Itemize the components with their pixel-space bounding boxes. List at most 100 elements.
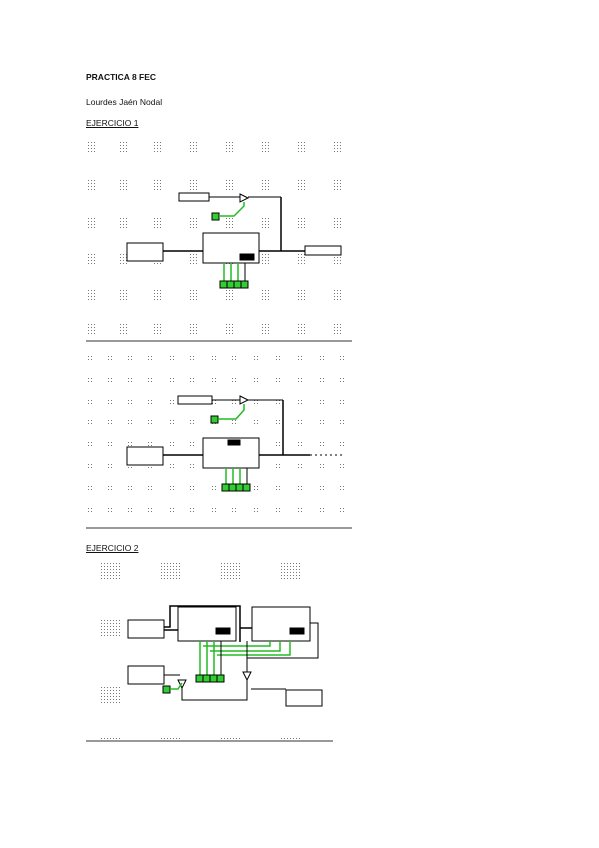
grid-dot: [151, 508, 152, 509]
grid-dot: [151, 489, 152, 490]
grid-dot: [265, 142, 266, 143]
grid-dot: [212, 489, 213, 490]
grid-dot: [161, 575, 162, 576]
grid-dot: [230, 563, 231, 564]
grid-dot: [279, 423, 280, 424]
grid-dot: [276, 356, 277, 357]
grid-dot: [107, 575, 108, 576]
grid-dot: [190, 330, 191, 331]
grid-dot: [193, 378, 194, 379]
grid-dot: [88, 227, 89, 228]
grid-dot: [334, 151, 335, 152]
grid-dot: [257, 423, 258, 424]
grid-dot: [298, 151, 299, 152]
grid-dot: [154, 186, 155, 187]
grid-dot: [119, 620, 120, 621]
grid-dot: [116, 575, 117, 576]
grid-dot: [340, 183, 341, 184]
grid-dot: [120, 324, 121, 325]
grid-dot: [119, 563, 120, 564]
grid-dot: [157, 327, 158, 328]
input-pin-left: [126, 446, 164, 466]
grid-dot: [298, 467, 299, 468]
grid-dot: [334, 183, 335, 184]
grid-dot: [94, 227, 95, 228]
grid-dot: [193, 186, 194, 187]
grid-dot: [108, 445, 109, 446]
grid-dot: [226, 221, 227, 222]
grid-dot: [229, 218, 230, 219]
grid-dot: [91, 145, 92, 146]
grid-dot: [226, 145, 227, 146]
grid-dot: [298, 445, 299, 446]
grid-dot: [304, 227, 305, 228]
grid-dot: [334, 221, 335, 222]
grid-dot: [173, 467, 174, 468]
grid-dot: [257, 489, 258, 490]
grid-dot: [120, 299, 121, 300]
grid-dot: [154, 151, 155, 152]
grid-dot: [108, 359, 109, 360]
grid-dot: [94, 224, 95, 225]
grid-dot: [101, 626, 102, 627]
grid-dot: [91, 142, 92, 143]
grid-dot: [233, 575, 234, 576]
grid-dot: [119, 629, 120, 630]
grid-dot: [301, 296, 302, 297]
grid-dot: [126, 224, 127, 225]
grid-dot: [193, 330, 194, 331]
grid-dot: [107, 690, 108, 691]
grid-dot: [212, 378, 213, 379]
grid-dot: [268, 327, 269, 328]
grid-dot: [304, 148, 305, 149]
grid-dot: [343, 403, 344, 404]
grid-dot: [151, 445, 152, 446]
grid-dot: [101, 699, 102, 700]
grid-dot: [170, 378, 171, 379]
grid-dot: [88, 423, 89, 424]
grid-dot: [293, 572, 294, 573]
grid-dot: [284, 575, 285, 576]
grid-dot: [279, 359, 280, 360]
grid-dot: [265, 327, 266, 328]
grid-dot: [154, 263, 155, 264]
grid-dot: [120, 227, 121, 228]
grid-dot: [131, 403, 132, 404]
grid-dot: [116, 696, 117, 697]
grid-dot: [113, 635, 114, 636]
grid-dot: [301, 324, 302, 325]
grid-dot: [193, 511, 194, 512]
grid-dot: [298, 260, 299, 261]
grid-dot: [301, 224, 302, 225]
grid-dot: [226, 293, 227, 294]
grid-dot: [296, 563, 297, 564]
grid-dot: [111, 378, 112, 379]
grid-dot: [173, 445, 174, 446]
grid-dot: [227, 563, 228, 564]
grid-dot: [94, 333, 95, 334]
grid-dot: [154, 148, 155, 149]
grid-dot: [221, 738, 222, 739]
grid-dot: [160, 333, 161, 334]
grid-dot: [226, 224, 227, 225]
grid-dot: [157, 218, 158, 219]
grid-dot: [298, 224, 299, 225]
grid-dot: [107, 687, 108, 688]
grid-dot: [232, 296, 233, 297]
grid-dot: [257, 378, 258, 379]
grid-dot: [235, 420, 236, 421]
grid-dot: [126, 333, 127, 334]
grid-dot: [279, 464, 280, 465]
grid-dot: [151, 400, 152, 401]
output-pin: [285, 689, 323, 707]
grid-dot: [116, 623, 117, 624]
grid-dot: [193, 148, 194, 149]
grid-dot: [301, 486, 302, 487]
grid-dot: [301, 333, 302, 334]
grid-dot: [94, 142, 95, 143]
grid-dot: [320, 403, 321, 404]
grid-dot: [88, 359, 89, 360]
grid-dot: [304, 293, 305, 294]
grid-dot: [293, 566, 294, 567]
grid-dot: [91, 423, 92, 424]
